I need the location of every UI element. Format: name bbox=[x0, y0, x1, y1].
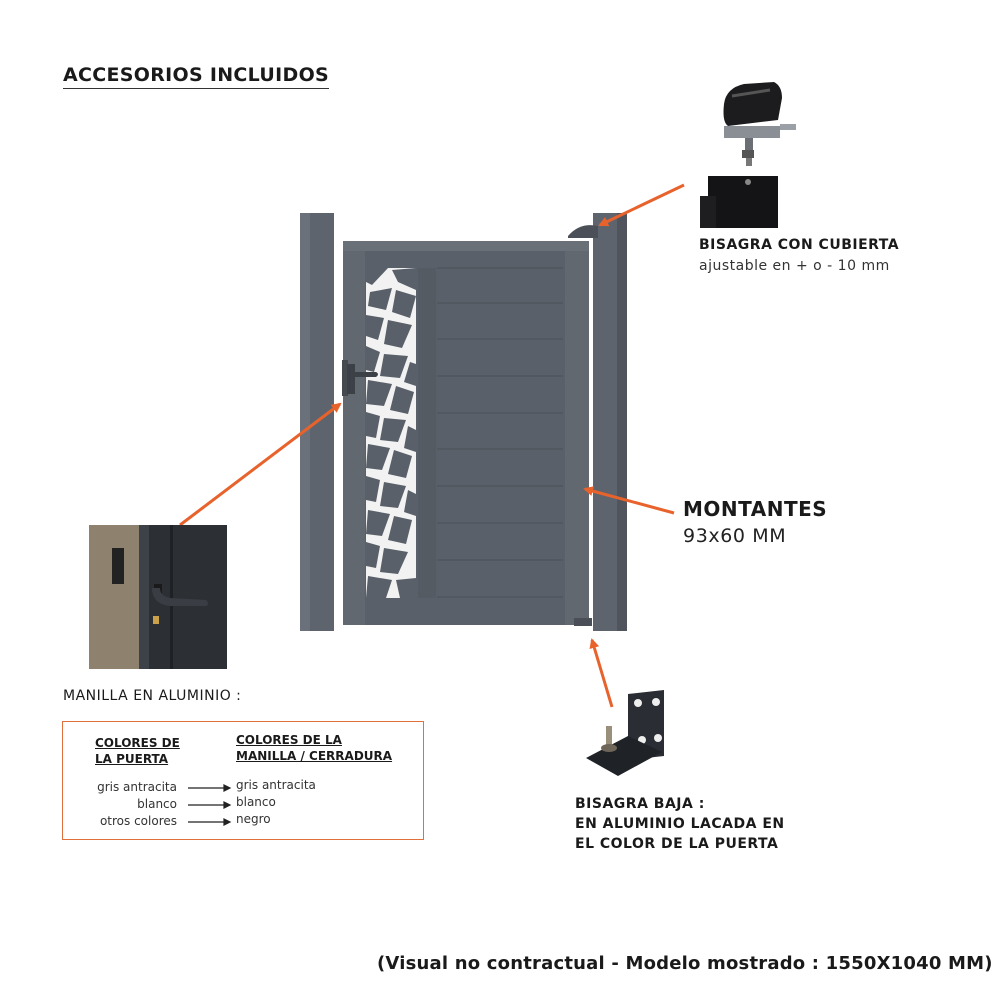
hinge-top-subtitle: ajustable en + o - 10 mm bbox=[699, 258, 890, 274]
hinge-top-image bbox=[700, 82, 796, 228]
table-row-handle-1: blanco bbox=[236, 795, 276, 809]
arrow-handle bbox=[179, 402, 342, 527]
table-row-door-0: gris antracita bbox=[97, 780, 177, 794]
arrow-hinge-top bbox=[598, 183, 685, 227]
hinge-bottom-line2: EN ALUMINIO LACADA EN bbox=[575, 816, 785, 832]
gate-leaf bbox=[343, 225, 598, 626]
title-underline bbox=[63, 88, 329, 89]
right-post bbox=[593, 213, 627, 631]
table-header-door-1: COLORES DE bbox=[95, 736, 180, 750]
arrow-hinge-bottom bbox=[589, 638, 614, 708]
table-row-handle-0: gris antracita bbox=[236, 778, 316, 792]
table-header-handle-2: MANILLA / CERRADURA bbox=[236, 749, 393, 763]
arrow-uprights bbox=[583, 486, 675, 515]
table-row-door-2: otros colores bbox=[99, 814, 177, 828]
hinge-top-title: BISAGRA CON CUBIERTA bbox=[699, 237, 900, 253]
table-header-door-2: LA PUERTA bbox=[95, 752, 169, 766]
table-arrows bbox=[188, 784, 232, 826]
gate-handle bbox=[342, 360, 378, 396]
handle-photo bbox=[89, 525, 227, 669]
table-row-handle-2: negro bbox=[236, 812, 271, 826]
handle-title: MANILLA EN ALUMINIO : bbox=[63, 688, 242, 704]
hinge-bottom-image bbox=[586, 690, 664, 776]
table-row-door-1: blanco bbox=[137, 797, 177, 811]
page-title: ACCESORIOS INCLUIDOS bbox=[63, 64, 330, 86]
uprights-dimensions: 93x60 MM bbox=[683, 525, 787, 547]
table-header-handle-1: COLORES DE LA bbox=[236, 733, 342, 747]
color-table bbox=[62, 721, 424, 840]
uprights-title: MONTANTES bbox=[683, 497, 828, 521]
hinge-bottom-line1: BISAGRA BAJA : bbox=[575, 796, 705, 812]
footer-disclaimer: (Visual no contractual - Modelo mostrado… bbox=[377, 953, 993, 974]
hinge-bottom-line3: EL COLOR DE LA PUERTA bbox=[575, 836, 779, 852]
